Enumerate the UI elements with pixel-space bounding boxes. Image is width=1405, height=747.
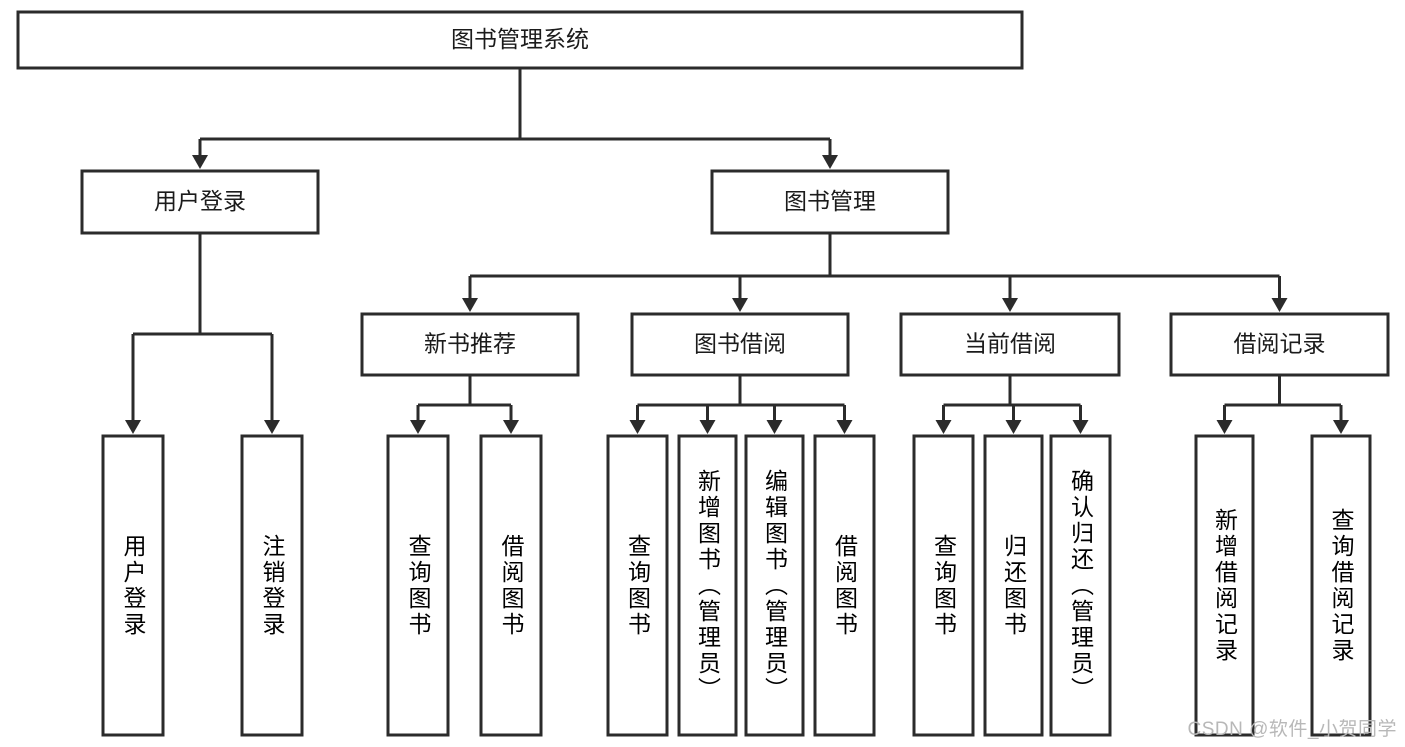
node-new-book-rec[interactable]: 新书推荐 [360,312,580,377]
node-book-borrow-rect [630,312,850,377]
node-leaf-borrow-book-2-label-wrap: 借阅图书 [831,533,858,638]
node-new-book-rec-label: 新书推荐 [424,331,516,357]
node-leaf-query-book-3-label: 查询图书 [930,533,957,638]
node-book-borrow-label: 图书借阅 [694,331,786,357]
node-borrow-record-label: 借阅记录 [1234,331,1326,357]
node-leaf-user-login-label-wrap: 用户登录 [120,533,146,638]
node-leaf-borrow-book-1[interactable]: 借阅图书 [479,434,543,737]
node-leaf-query-book-3[interactable]: 查询图书 [912,434,975,737]
node-leaf-edit-book-label: 编辑图书（管理员） [761,468,788,703]
node-leaf-add-book-rect [677,434,738,737]
node-leaf-query-book-2-rect [606,434,669,737]
node-leaf-add-record-label: 新增借阅记录 [1211,507,1238,664]
node-leaf-query-book-3-rect [912,434,975,737]
node-leaf-query-book-1-label-wrap: 查询图书 [405,533,431,638]
node-leaf-query-book-2[interactable]: 查询图书 [606,434,669,737]
node-current-borrow[interactable]: 当前借阅 [899,312,1121,377]
node-leaf-borrow-book-1-label: 借阅图书 [498,533,524,638]
node-leaf-query-book-1-rect [386,434,450,737]
node-leaf-add-book-label: 新增图书（管理员） [694,468,721,703]
node-leaf-query-book-1-label: 查询图书 [405,533,431,638]
node-leaf-query-book-3-label-wrap: 查询图书 [930,533,957,638]
node-book-manage-rect [710,169,950,235]
node-leaf-logout-label-wrap: 注销登录 [259,533,285,638]
node-leaf-query-record-label: 查询借阅记录 [1328,507,1354,664]
node-user-login[interactable]: 用户登录 [80,169,320,235]
node-leaf-edit-book-label-wrap: 编辑图书（管理员） [761,468,788,703]
node-leaf-confirm-return-rect [1049,434,1112,737]
node-leaf-borrow-book-2[interactable]: 借阅图书 [813,434,876,737]
node-leaf-borrow-book-2-rect [813,434,876,737]
node-book-manage-label: 图书管理 [784,188,876,214]
node-user-login-rect [80,169,320,235]
node-leaf-confirm-return[interactable]: 确认归还（管理员） [1049,434,1112,737]
node-leaf-user-login-label: 用户登录 [120,533,146,638]
node-new-book-rec-rect [360,312,580,377]
node-leaf-add-record-rect [1194,434,1255,737]
node-root-label: 图书管理系统 [451,26,589,52]
node-leaf-return-book-rect [983,434,1044,737]
node-leaf-return-book-label: 归还图书 [1000,533,1027,638]
node-leaf-query-book-2-label: 查询图书 [624,533,651,638]
node-leaf-add-record-label-wrap: 新增借阅记录 [1211,507,1238,664]
node-leaf-borrow-book-1-rect [479,434,543,737]
node-current-borrow-rect [899,312,1121,377]
node-borrow-record[interactable]: 借阅记录 [1169,312,1390,377]
node-leaf-confirm-return-label: 确认归还（管理员） [1067,468,1094,703]
node-current-borrow-label: 当前借阅 [964,331,1056,357]
node-leaf-borrow-book-1-label-wrap: 借阅图书 [498,533,524,638]
node-leaf-query-book-1[interactable]: 查询图书 [386,434,450,737]
node-leaf-logout-label: 注销登录 [259,533,285,638]
node-leaf-edit-book-rect [744,434,805,737]
node-root-rect [16,10,1024,70]
connector-lines [125,68,1349,434]
node-leaf-return-book[interactable]: 归还图书 [983,434,1044,737]
node-leaf-user-login-rect [101,434,165,737]
node-leaf-add-book[interactable]: 新增图书（管理员） [677,434,738,737]
node-leaf-query-record[interactable]: 查询借阅记录 [1310,434,1372,737]
node-boxes: 图书管理系统用户登录图书管理新书推荐图书借阅当前借阅借阅记录用户登录注销登录查询… [16,10,1390,737]
node-leaf-logout[interactable]: 注销登录 [240,434,304,737]
node-leaf-return-book-label-wrap: 归还图书 [1000,533,1027,638]
node-leaf-add-record[interactable]: 新增借阅记录 [1194,434,1255,737]
node-leaf-borrow-book-2-label: 借阅图书 [831,533,858,638]
node-user-login-label: 用户登录 [154,188,246,214]
node-leaf-logout-rect [240,434,304,737]
node-leaf-user-login[interactable]: 用户登录 [101,434,165,737]
node-leaf-query-record-rect [1310,434,1372,737]
node-leaf-query-book-2-label-wrap: 查询图书 [624,533,651,638]
node-book-borrow[interactable]: 图书借阅 [630,312,850,377]
node-borrow-record-rect [1169,312,1390,377]
node-leaf-edit-book[interactable]: 编辑图书（管理员） [744,434,805,737]
node-root[interactable]: 图书管理系统 [16,10,1024,70]
node-leaf-query-record-label-wrap: 查询借阅记录 [1328,507,1354,664]
node-leaf-confirm-return-label-wrap: 确认归还（管理员） [1067,468,1094,703]
node-book-manage[interactable]: 图书管理 [710,169,950,235]
node-leaf-add-book-label-wrap: 新增图书（管理员） [694,468,721,703]
